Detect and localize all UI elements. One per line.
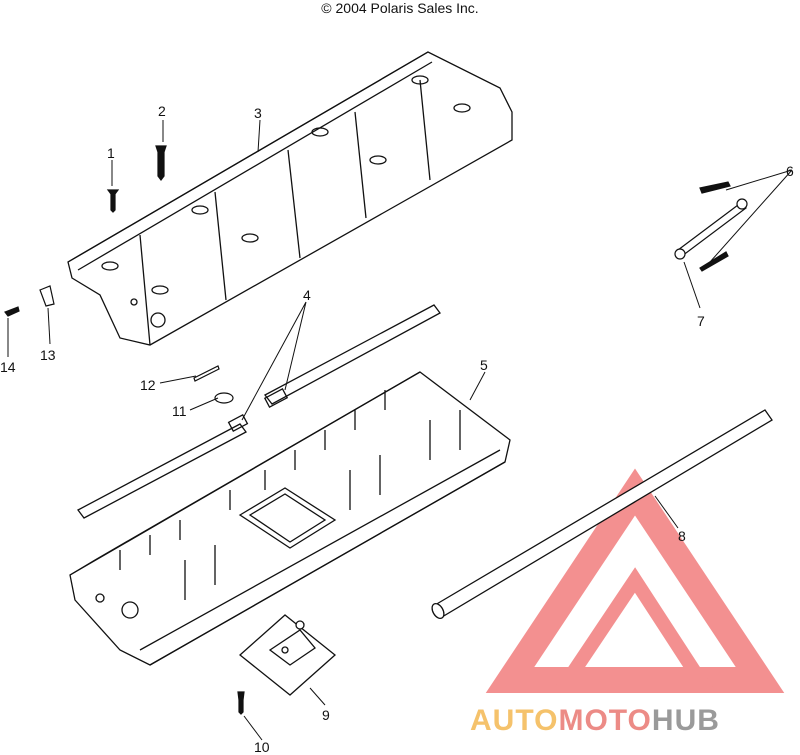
callout-numbers: 1 2 3 4 5 6 7 8 9 10 11 12 13 14: [0, 103, 794, 755]
leader-lines: [7, 119, 793, 741]
upper-cover-part: [67, 51, 513, 346]
callout-6: 6: [786, 163, 794, 179]
callout-11: 11: [172, 403, 187, 419]
latch-plate-part: [238, 614, 337, 696]
callout-12: 12: [140, 377, 156, 393]
callout-5: 5: [480, 357, 488, 373]
callout-3: 3: [254, 105, 262, 121]
rod-parts: [77, 304, 441, 519]
callout-9: 9: [322, 707, 330, 723]
lower-tray-part: [69, 371, 511, 666]
callout-14: 14: [0, 359, 16, 375]
logo-word-hub: HUB: [652, 704, 720, 737]
logo-word-moto: MOTO: [558, 704, 651, 737]
watermark-logo-text: AUTOMOTOHUB: [470, 704, 720, 737]
callout-2: 2: [158, 103, 166, 119]
long-tube-part: [431, 409, 773, 620]
callout-13: 13: [40, 347, 56, 363]
watermark-logo-mark: [485, 468, 785, 693]
callout-7: 7: [697, 313, 705, 329]
callout-4: 4: [303, 287, 311, 303]
svg-text:AUTOMOTOHUB: AUTOMOTOHUB: [470, 704, 720, 737]
logo-word-auto: AUTO: [470, 704, 558, 737]
callout-10: 10: [254, 739, 270, 755]
copyright-text: © 2004 Polaris Sales Inc.: [321, 0, 479, 16]
callout-1: 1: [107, 145, 115, 161]
callout-8: 8: [678, 528, 686, 544]
fastener-parts: [4, 145, 748, 715]
